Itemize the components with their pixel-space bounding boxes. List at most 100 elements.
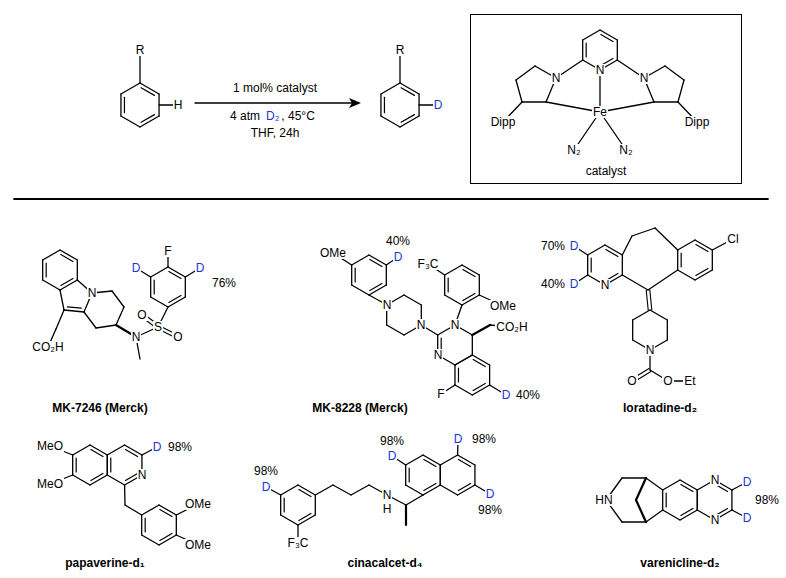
bond-line	[666, 493, 667, 507]
bond-line	[587, 255, 588, 275]
atom-label: N₂	[618, 144, 633, 157]
bond-line	[424, 483, 436, 490]
atom-label: N	[600, 279, 611, 292]
bond-line	[154, 280, 155, 294]
percent-label: 98%	[477, 504, 503, 517]
bond-line	[141, 515, 142, 535]
bond-line	[696, 245, 708, 252]
bond-line	[42, 260, 43, 280]
mk8228-structure	[333, 253, 512, 395]
bond-line	[712, 250, 713, 270]
bond-line	[351, 485, 369, 495]
bond-line	[84, 312, 96, 328]
bond-line	[473, 383, 485, 390]
bond-line	[370, 283, 382, 290]
bond-line	[151, 267, 168, 277]
papaverine-structure	[50, 445, 198, 545]
atom-label: MeO	[36, 440, 64, 453]
compound-name: loratadine-d₂	[622, 402, 698, 415]
atom-label: F	[163, 245, 172, 258]
bond-line	[107, 455, 108, 475]
atom-label: MeO	[36, 478, 64, 491]
cinacalcet-structure	[266, 439, 490, 543]
bond-line	[176, 515, 177, 535]
bond-line	[315, 495, 316, 515]
bond-line	[463, 270, 475, 277]
bond-line	[622, 521, 646, 522]
atom-label: Dipp	[684, 116, 711, 129]
bond-line	[601, 35, 613, 42]
bond-line	[387, 325, 404, 335]
bond-line	[124, 485, 126, 505]
bond-line	[116, 307, 124, 325]
percent-label: 40%	[515, 389, 541, 402]
atom-label: R	[135, 44, 146, 57]
bond-line	[351, 265, 352, 285]
bond-line	[636, 500, 646, 522]
bond-line	[473, 360, 485, 367]
atom-label: OMe	[319, 247, 347, 260]
bond-line	[401, 115, 414, 123]
bond-line	[107, 445, 124, 455]
bond-line	[440, 465, 441, 485]
bond-line	[455, 355, 472, 365]
bond-line	[646, 478, 663, 490]
bond-line	[665, 66, 684, 80]
atom-label: H	[382, 503, 393, 516]
bond-line	[284, 498, 285, 512]
bond-line	[333, 485, 351, 495]
atom-label: Cl	[726, 233, 739, 246]
reagent-text: D₂	[265, 110, 280, 123]
deuterium-label: D	[195, 262, 206, 275]
percent-label: 98%	[379, 435, 405, 448]
bond-line	[299, 513, 311, 520]
atom-label: HN	[594, 494, 613, 507]
bond-line	[124, 97, 125, 112]
atom-label: N	[137, 469, 148, 482]
bond-line	[384, 97, 385, 112]
atom-label: N	[551, 72, 562, 85]
percent-label: 76%	[211, 277, 237, 290]
bond-line	[281, 515, 298, 525]
bond-line	[404, 295, 421, 305]
bond-line	[696, 268, 708, 275]
bond-line	[516, 80, 522, 102]
bond-line	[458, 368, 459, 382]
bond-line	[489, 365, 490, 385]
bond-line	[678, 80, 684, 102]
deuterium-label: D	[433, 99, 444, 112]
deuterium-label: D	[453, 433, 464, 446]
atom-label: N	[710, 514, 721, 527]
bond-line	[91, 450, 103, 457]
bond-line	[606, 250, 618, 257]
bond-line	[522, 101, 546, 102]
percent-label: 98%	[471, 433, 497, 446]
bond-line	[697, 490, 698, 510]
bond-line	[663, 480, 680, 490]
bond-line	[440, 455, 457, 465]
arrow-head	[349, 98, 361, 108]
atom-label: F₃C	[417, 258, 440, 271]
atom-label: F	[436, 388, 445, 401]
bond-line	[107, 455, 108, 475]
deuterium-label: D	[742, 476, 753, 489]
atom-label: Dipp	[490, 116, 517, 129]
reaction-scheme	[14, 50, 768, 199]
bond-line	[440, 465, 441, 485]
deuterium-label: D	[261, 481, 272, 494]
bond-line	[678, 240, 695, 250]
bond-line	[169, 272, 181, 279]
box-caption: catalyst	[471, 165, 741, 178]
percent-label: 40%	[540, 278, 566, 291]
percent-label: 98%	[167, 441, 193, 454]
bond-line	[582, 40, 583, 60]
bond-line	[654, 101, 678, 102]
bond-line	[142, 535, 159, 545]
bond-line	[125, 505, 142, 515]
bond-line	[381, 116, 400, 127]
atom-label: Et	[683, 375, 696, 388]
bond-line	[370, 260, 382, 267]
bond-line	[600, 102, 654, 112]
atom-label: N₂	[566, 144, 581, 157]
